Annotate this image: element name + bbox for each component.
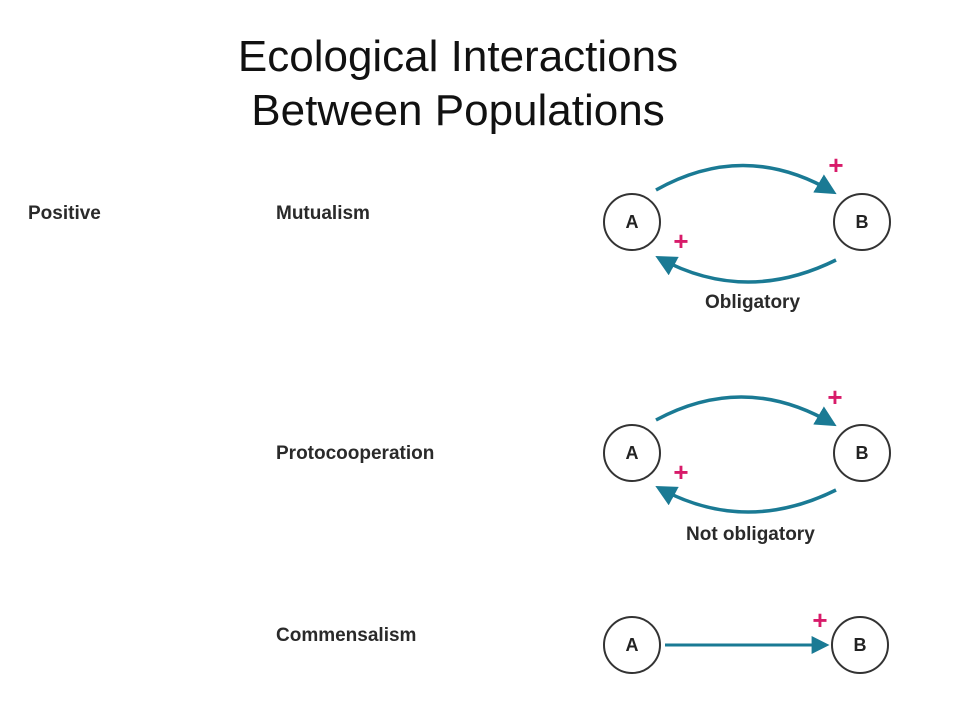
mutualism-effect-on-a: +: [673, 226, 688, 256]
protocooperation-effect-on-b: +: [827, 382, 842, 412]
mutualism-node-b: [833, 193, 891, 251]
interaction-label-commensalism: Commensalism: [276, 625, 417, 646]
protocooperation-node-b: [833, 424, 891, 482]
protocooperation-node-a-label: A: [626, 443, 639, 463]
commensalism-node-a: [603, 616, 661, 674]
commensalism-node-a-label: A: [626, 635, 639, 655]
mutualism-effect-on-b: +: [828, 150, 843, 180]
commensalism-effect-on-b: +: [812, 605, 827, 635]
protocooperation-effect-on-a: +: [673, 457, 688, 487]
title-line-1: Ecological Interactions: [237, 32, 679, 81]
category-label: Positive: [28, 203, 101, 224]
commensalism-node-b-label: B: [854, 635, 867, 655]
protocooperation-diagram: A B + + Not obligatory: [603, 382, 891, 545]
protocooperation-arrow-a-to-b: [655, 395, 837, 427]
protocooperation-node-b-label: B: [856, 443, 869, 463]
mutualism-note: Obligatory: [705, 292, 800, 313]
mutualism-diagram: A B + + Obligatory: [603, 150, 891, 313]
mutualism-node-a: [603, 193, 661, 251]
mutualism-node-a-label: A: [626, 212, 639, 232]
commensalism-diagram: A B +: [603, 605, 889, 674]
protocooperation-node-a: [603, 424, 661, 482]
mutualism-arrow-a-to-b: [655, 163, 837, 195]
mutualism-arrow-b-to-a: [655, 255, 837, 284]
interaction-label-mutualism: Mutualism: [276, 203, 370, 224]
page-title: Ecological Interactions Between Populati…: [0, 30, 916, 138]
protocooperation-note: Not obligatory: [686, 524, 815, 545]
protocooperation-arrow-b-to-a: [655, 485, 837, 514]
title-line-2: Between Populations: [251, 86, 665, 135]
commensalism-node-b: [831, 616, 889, 674]
mutualism-node-b-label: B: [856, 212, 869, 232]
interaction-label-protocooperation: Protocooperation: [276, 443, 435, 464]
